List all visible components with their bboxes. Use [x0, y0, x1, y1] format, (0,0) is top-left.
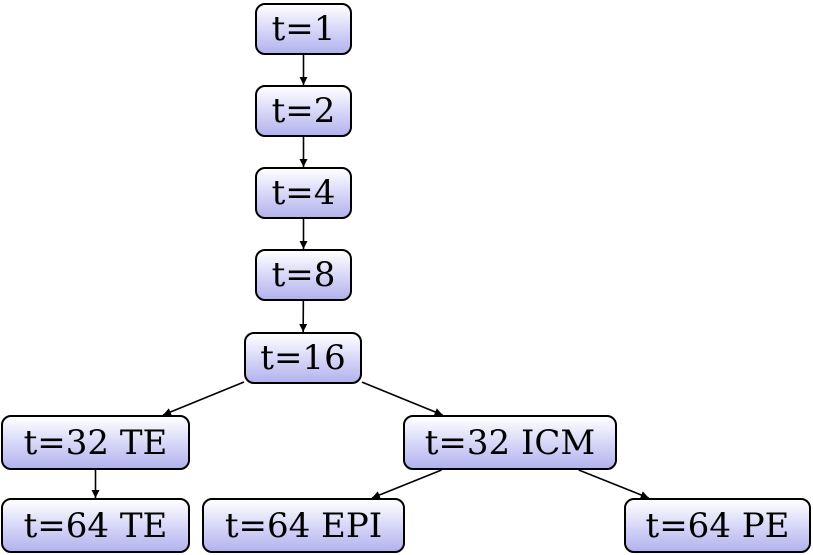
node-t8: t=8 — [255, 249, 352, 301]
node-t32-te: t=32 TE — [1, 415, 190, 470]
edge-n32icm-to-n64pe — [578, 469, 650, 499]
node-t2: t=2 — [255, 85, 352, 137]
node-t32-icm: t=32 ICM — [403, 415, 617, 470]
node-t4: t=4 — [255, 167, 352, 219]
edge-n16-to-n32te — [162, 381, 245, 416]
node-t64-te: t=64 TE — [1, 498, 190, 553]
node-t64-pe: t=64 PE — [624, 498, 811, 553]
node-t16: t=16 — [244, 332, 362, 384]
node-t1: t=1 — [255, 3, 352, 55]
edge-n32icm-to-n64epi — [371, 469, 442, 499]
edge-n16-to-n32icm — [361, 381, 443, 416]
node-t64-epi: t=64 EPI — [202, 498, 405, 553]
